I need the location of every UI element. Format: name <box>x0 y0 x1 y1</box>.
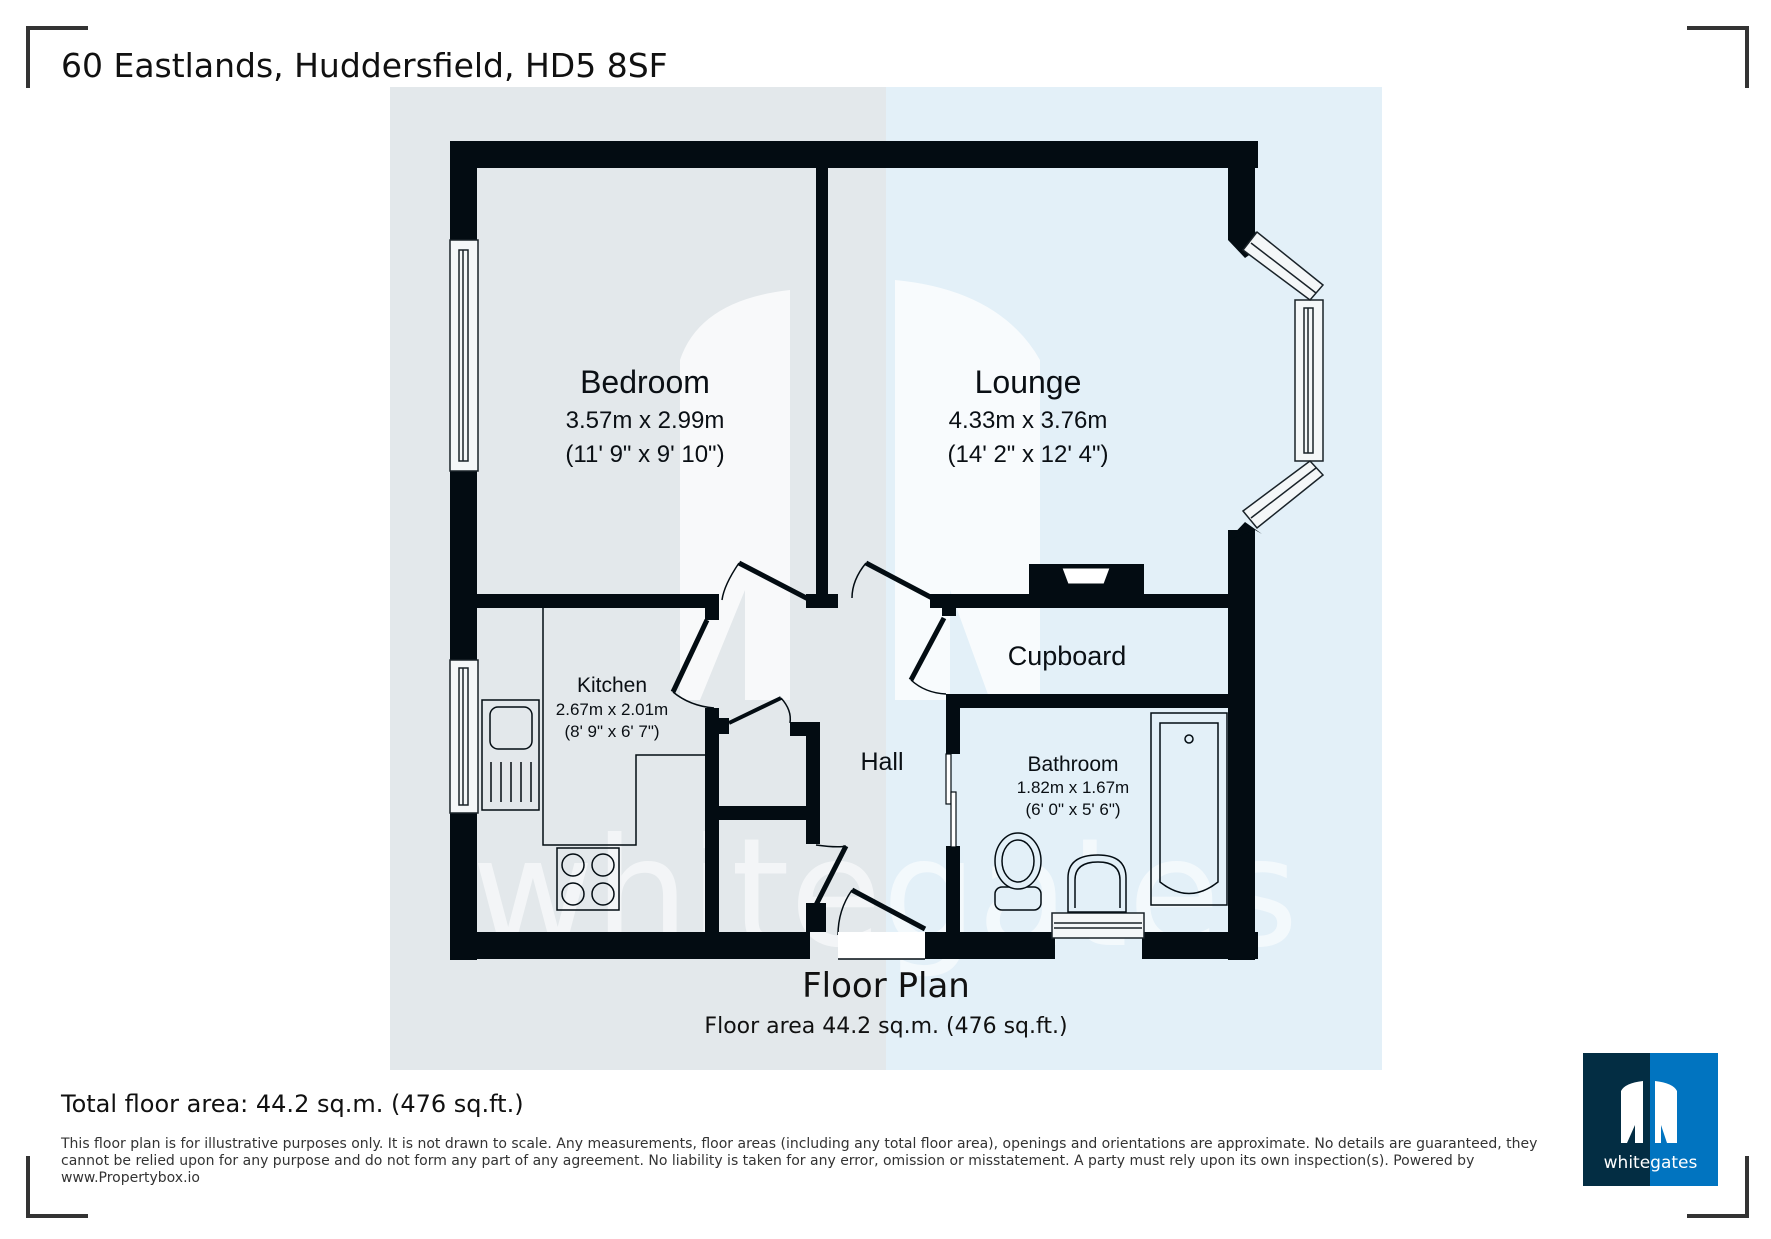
hob-icon <box>556 847 620 911</box>
door-swing-icon <box>670 560 947 960</box>
svg-text:(6' 0" x 5' 6"): (6' 0" x 5' 6") <box>1025 800 1120 819</box>
room-label-bathroom: Bathroom 1.82m x 1.67m (6' 0" x 5' 6") <box>1017 753 1129 819</box>
disclaimer-text: This floor plan is for illustrative purp… <box>61 1136 1538 1186</box>
basin-icon <box>1067 854 1127 913</box>
logo-wordmark: whitegates <box>1603 1153 1698 1173</box>
room-label-lounge: Lounge 4.33m x 3.76m (14' 2" x 12' 4") <box>948 364 1109 468</box>
room-label-cupboard: Cupboard <box>1008 641 1127 671</box>
whitegates-gate-icon <box>1621 1081 1677 1143</box>
svg-text:(11' 9" x 9' 10"): (11' 9" x 9' 10") <box>565 441 724 468</box>
svg-text:2.67m x 2.01m: 2.67m x 2.01m <box>556 700 668 719</box>
kitchen-worktop <box>481 608 705 846</box>
toilet-icon <box>994 832 1042 911</box>
svg-text:Lounge: Lounge <box>975 364 1082 400</box>
whitegates-logo: whitegates <box>1583 1053 1718 1186</box>
total-floor-area: Total floor area: 44.2 sq.m. (476 sq.ft.… <box>61 1090 524 1118</box>
room-label-kitchen: Kitchen 2.67m x 2.01m (8' 9" x 6' 7") <box>556 674 668 741</box>
svg-text:(8' 9" x 6' 7"): (8' 9" x 6' 7") <box>564 722 659 741</box>
svg-text:4.33m x 3.76m: 4.33m x 3.76m <box>949 407 1108 434</box>
property-address-title: 60 Eastlands, Huddersfield, HD5 8SF <box>61 46 668 85</box>
walls <box>450 141 1262 960</box>
svg-text:3.57m x 2.99m: 3.57m x 2.99m <box>566 407 725 434</box>
svg-text:Bathroom: Bathroom <box>1027 753 1118 776</box>
svg-text:Kitchen: Kitchen <box>577 674 647 697</box>
crop-mark-top-left <box>26 26 88 88</box>
floor-area-caption: Floor area 44.2 sq.m. (476 sq.ft.) <box>704 1014 1067 1039</box>
bath-icon <box>1150 712 1228 906</box>
fireplace-icon <box>1061 567 1111 585</box>
svg-text:Cupboard: Cupboard <box>1008 641 1127 671</box>
crop-mark-bottom-right <box>1687 1156 1749 1218</box>
sliding-door-icon <box>945 753 957 848</box>
svg-text:(14' 2" x 12' 4"): (14' 2" x 12' 4") <box>948 441 1109 468</box>
svg-text:Hall: Hall <box>860 748 903 776</box>
room-label-hall: Hall <box>860 748 903 776</box>
crop-mark-top-right <box>1687 26 1749 88</box>
room-label-bedroom: Bedroom 3.57m x 2.99m (11' 9" x 9' 10") <box>565 364 724 468</box>
svg-text:Bedroom: Bedroom <box>580 364 710 400</box>
floor-plan-label: Floor Plan <box>802 966 970 1006</box>
window-icon <box>449 230 1325 939</box>
crop-mark-bottom-left <box>26 1156 88 1218</box>
svg-text:1.82m x 1.67m: 1.82m x 1.67m <box>1017 778 1129 797</box>
